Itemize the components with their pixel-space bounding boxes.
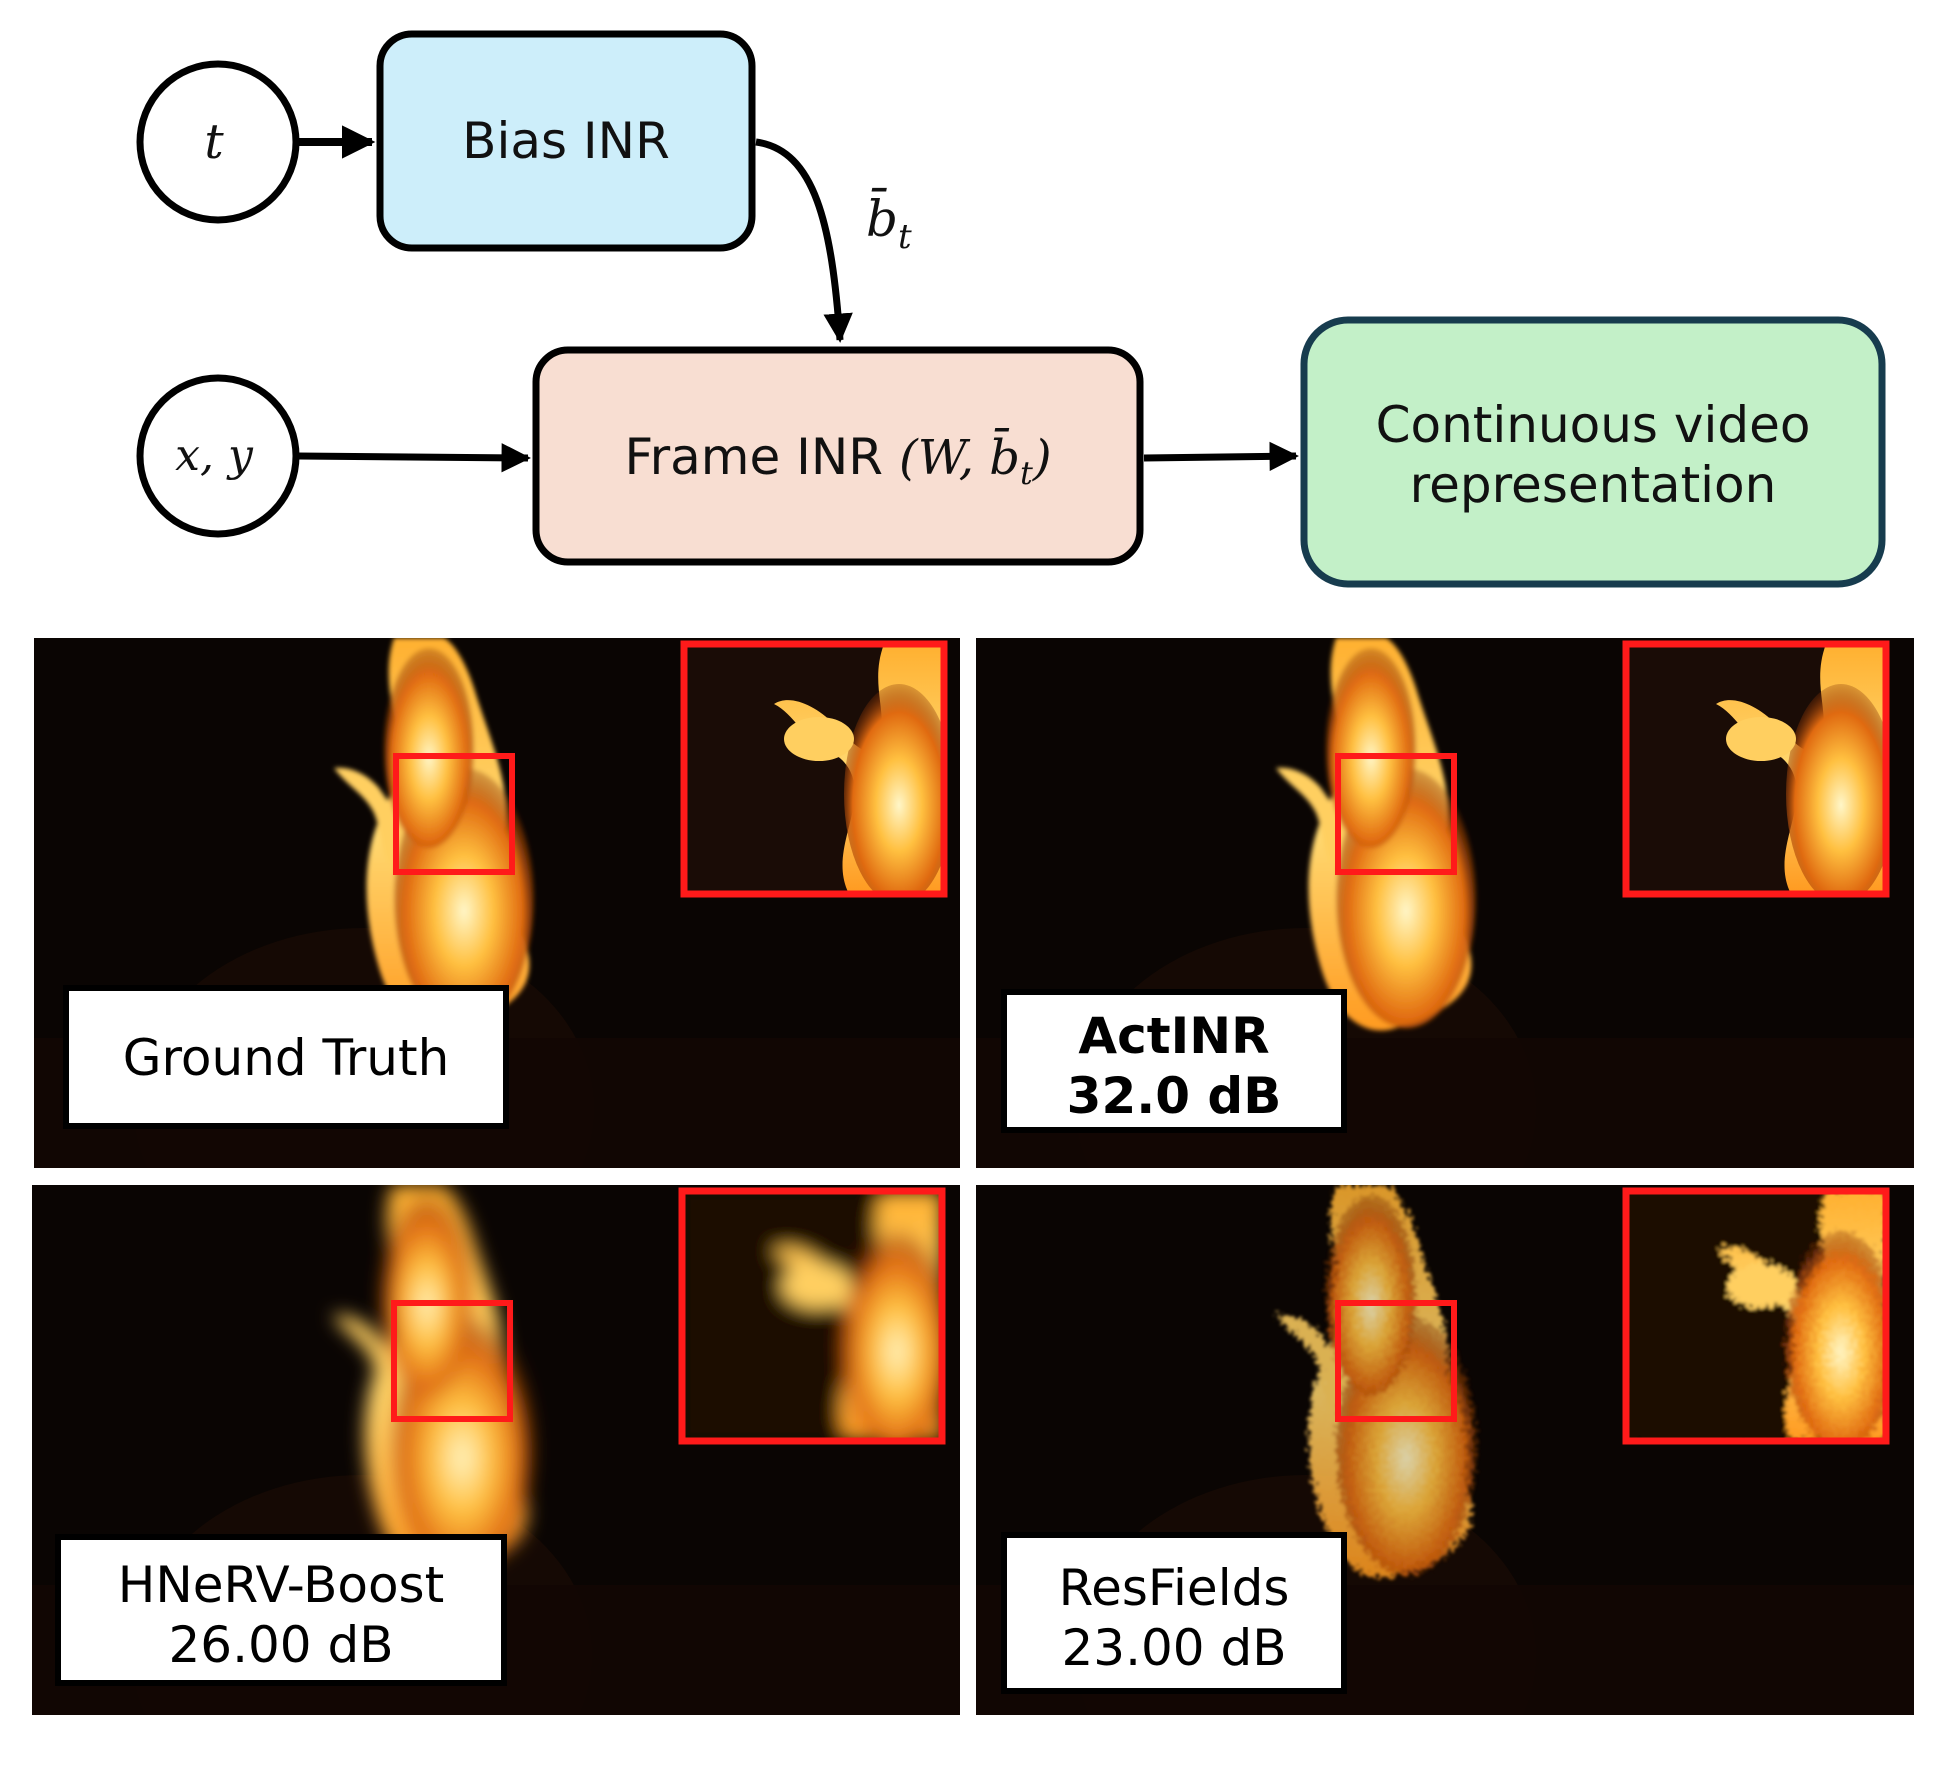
panel-ground-truth: Ground Truth [34, 638, 960, 1168]
method-name: ActINR [1078, 1007, 1269, 1065]
frame-inr-label: Frame INR(W, b̄t) [624, 427, 1051, 492]
coordinate-symbol: x, y [175, 430, 254, 481]
method-name: Ground Truth [123, 1029, 450, 1087]
zoom-source-box [1335, 753, 1457, 875]
zoom-inset [1622, 1187, 1890, 1445]
bias-inr-label: Bias INR [462, 112, 670, 170]
output-box: Continuous video representation [1300, 316, 1886, 588]
zoom-source-box [393, 753, 515, 875]
zoom-inset [680, 640, 948, 898]
xy-input-node: x, y [136, 374, 300, 538]
psnr-value: 26.00 dB [168, 1616, 393, 1674]
zoom-source-box [391, 1300, 513, 1422]
arrow-bias-to-frame [755, 138, 853, 343]
time-input-node: t [136, 60, 300, 224]
arrow-xy-to-frame [297, 443, 531, 473]
method-name: HNeRV-Boost [118, 1556, 444, 1614]
method-label-box [63, 985, 509, 1129]
method-label-box [1001, 1532, 1347, 1694]
zoom-source-box [1335, 1300, 1457, 1422]
psnr-value: 32.0 dB [1067, 1067, 1282, 1125]
arrow-frame-to-output [1143, 441, 1299, 472]
time-symbol: t [204, 114, 224, 170]
method-name: ResFields [1059, 1559, 1290, 1617]
output-label-line1: Continuous video [1376, 396, 1811, 454]
zoom-inset [678, 1187, 946, 1445]
pipeline-diagram: t x, y Bias INR Frame INR(W, b̄t) Contin… [136, 30, 1886, 588]
bias-edge-label: b̄t [866, 187, 912, 257]
zoom-inset [1622, 640, 1890, 898]
bias-inr-box: Bias INR [376, 30, 756, 252]
frame-inr-box: Frame INR(W, b̄t) [532, 346, 1144, 566]
method-label-box [55, 1534, 507, 1686]
output-label-line2: representation [1410, 456, 1777, 514]
method-label-box [1001, 989, 1347, 1133]
psnr-value: 23.00 dB [1061, 1619, 1286, 1677]
